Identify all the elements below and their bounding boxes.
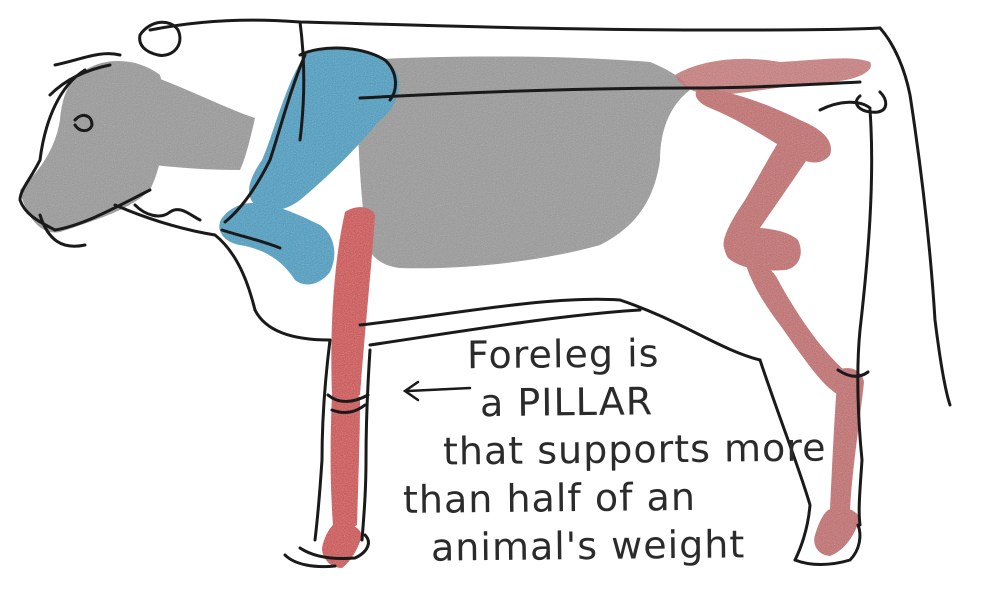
annotation-line-3: that supports more (395, 424, 775, 476)
annotation-line-1: Foreleg is (395, 328, 775, 380)
annotation-line-2: a PILLAR (395, 376, 775, 428)
hind-hoof (814, 508, 860, 556)
annotation-line-4: than half of an (395, 472, 775, 524)
neck-mass (150, 75, 255, 170)
foreleg-annotation: Foreleg is a PILLAR that supports more t… (395, 330, 775, 570)
humerus (219, 203, 334, 284)
foreleg-hoof (322, 524, 362, 568)
hock (724, 228, 801, 271)
annotation-line-5: animal's weight (395, 520, 775, 572)
